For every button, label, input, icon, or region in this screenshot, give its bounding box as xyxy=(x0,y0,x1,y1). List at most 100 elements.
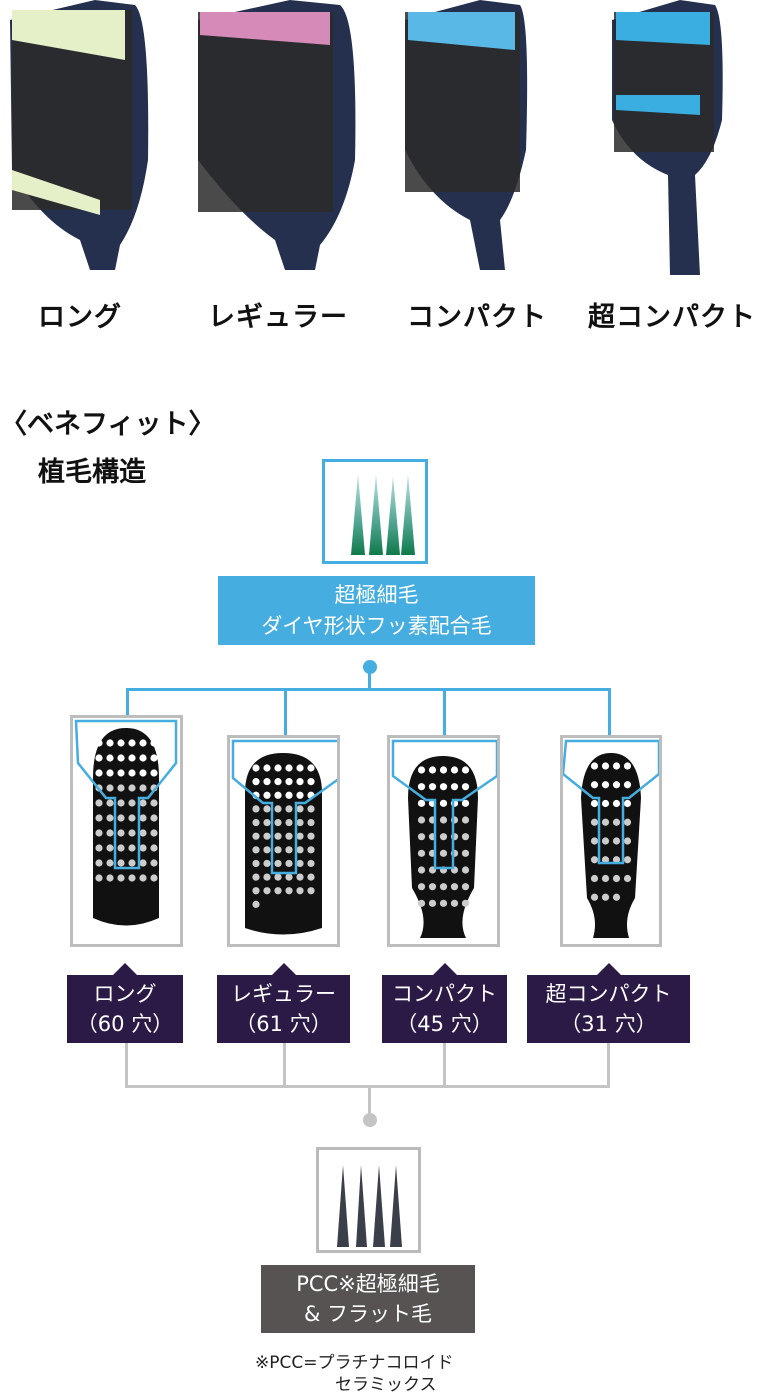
connector-line xyxy=(608,688,611,736)
bristle-hole xyxy=(128,814,136,822)
bristle-hole xyxy=(296,859,304,868)
bristle-hole xyxy=(274,805,282,813)
connector-line xyxy=(607,1043,610,1087)
bristle-hole xyxy=(263,818,271,827)
bristle-hole xyxy=(296,818,304,827)
bristle-hole xyxy=(450,766,459,774)
bristle-hole xyxy=(106,799,114,807)
bristle-hole xyxy=(439,883,448,891)
bristle-hole xyxy=(274,873,282,881)
bristle-hole xyxy=(417,883,426,891)
bristle-hole xyxy=(252,900,260,908)
bristle-hole xyxy=(95,799,103,807)
bristle-hole xyxy=(106,844,114,852)
bristle-hole xyxy=(117,844,125,852)
bristle-hole xyxy=(106,814,114,822)
bristle-hole xyxy=(417,899,426,907)
bristle-hole xyxy=(307,873,315,881)
bristle-hole xyxy=(590,781,599,789)
head-name: コンパクト xyxy=(392,982,497,1006)
bristle-hole xyxy=(128,844,136,852)
connector-dot xyxy=(363,660,377,674)
bristle-hole xyxy=(461,783,470,791)
bristle-hole xyxy=(106,739,114,747)
bristle-hole xyxy=(417,816,426,824)
head-label-regular: レギュラー（61 穴） xyxy=(217,963,350,1043)
bristle-hole xyxy=(461,816,470,824)
bristle-hole xyxy=(252,832,260,840)
bottom-feature-line1: PCC※超極細毛 xyxy=(296,1272,440,1296)
bristle-hole xyxy=(612,837,621,845)
bristle-hole xyxy=(274,764,282,772)
bristle-hole xyxy=(450,883,459,891)
bristle-hole xyxy=(623,799,632,808)
bristle-hole xyxy=(623,818,632,826)
bristle-hole xyxy=(117,739,125,747)
head-diagram-ultra-compact xyxy=(560,735,662,947)
head-diagram-compact xyxy=(387,735,500,947)
bristle-hole xyxy=(106,874,114,882)
bristle-hole xyxy=(252,887,260,895)
bristle-hole xyxy=(263,778,271,786)
connector-line xyxy=(126,688,129,716)
bristle-hole xyxy=(461,766,470,774)
bristle-hole xyxy=(612,818,621,826)
bristle-hole xyxy=(285,778,293,786)
top-feature-line1: 超極細毛 xyxy=(334,583,419,607)
bristle-hole xyxy=(274,859,282,868)
toothbrush-photos xyxy=(10,0,723,275)
head-label-long: ロング（60 穴） xyxy=(67,963,183,1043)
bristle-hole xyxy=(612,893,621,901)
bristle-hole xyxy=(128,829,136,837)
bristle-hole xyxy=(285,764,293,772)
bristle-hole xyxy=(117,784,125,792)
bristle-hole xyxy=(263,805,271,813)
bristle-hole xyxy=(601,781,610,789)
bristle-hole xyxy=(307,805,315,813)
bristle-hole xyxy=(296,846,304,854)
bristle-hole xyxy=(139,844,147,852)
bristle-hole xyxy=(252,805,260,813)
bristle-hole xyxy=(274,791,282,799)
bristle-hole xyxy=(106,754,114,762)
bristle-hole xyxy=(601,874,610,883)
bristle-hole xyxy=(117,874,125,882)
bristle-hole xyxy=(590,856,599,864)
bristle-hole xyxy=(439,833,448,841)
bristle-hole xyxy=(252,818,260,827)
bristle-hole xyxy=(274,778,282,786)
product-label-compact: コンパクト xyxy=(407,302,547,333)
bristle-hole xyxy=(307,764,315,772)
top-feature-label: 超極細毛 ダイヤ形状フッ素配合毛 xyxy=(218,576,535,645)
toothbrush-compact-photo xyxy=(405,0,528,270)
bristle-hole xyxy=(285,846,293,854)
bristle-hole xyxy=(623,781,632,789)
bristle-hole xyxy=(428,766,437,774)
bristle-hole xyxy=(128,784,136,792)
connector-line xyxy=(125,1085,610,1088)
bristle-hole xyxy=(139,859,147,867)
bristle-hole xyxy=(612,762,621,770)
head-name: 超コンパクト xyxy=(545,982,672,1006)
bristle-hole xyxy=(150,844,158,852)
bristle-hole xyxy=(263,846,271,854)
bristle-hole xyxy=(139,769,147,777)
head-name: ロング xyxy=(93,982,157,1006)
brush-head-shape xyxy=(408,756,478,938)
bristle-hole xyxy=(150,829,158,837)
bristle-hole xyxy=(150,874,158,882)
bristle-hole xyxy=(150,754,158,762)
head-label-ultra-compact: 超コンパクト（31 穴） xyxy=(527,963,690,1043)
connector-line xyxy=(443,688,446,736)
bristle-hole xyxy=(612,874,621,883)
bristle-hole xyxy=(252,778,260,786)
bristle-hole xyxy=(150,799,158,807)
bottom-feature-label: PCC※超極細毛 & フラット毛 xyxy=(261,1265,475,1333)
bristle-hole xyxy=(150,814,158,822)
bristle-hole xyxy=(590,762,599,770)
bristle-hole xyxy=(461,866,470,874)
bristle-hole xyxy=(117,829,125,837)
bristle-hole xyxy=(439,816,448,824)
bristle-hole xyxy=(95,844,103,852)
